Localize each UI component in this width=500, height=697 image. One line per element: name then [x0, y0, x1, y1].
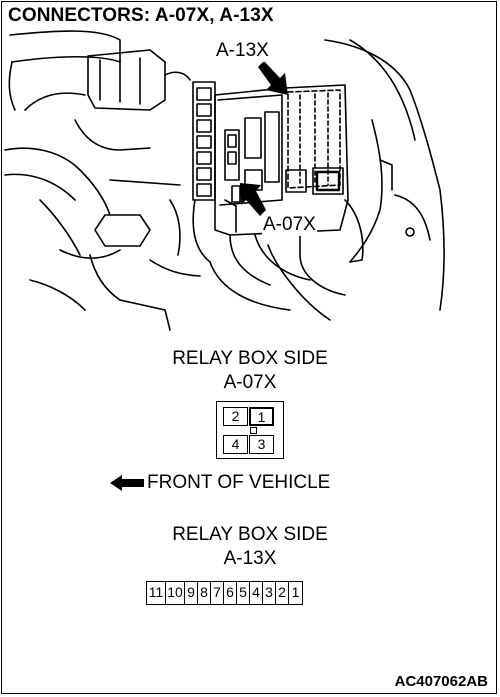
pin: 3 [249, 435, 274, 454]
fender-outline [324, 39, 445, 311]
pointer-arrow-a07x [240, 183, 266, 216]
pin: 11 [147, 582, 166, 604]
section2-heading: RELAY BOX SIDE [172, 524, 328, 545]
pin: 1 [249, 407, 274, 426]
pin: 4 [250, 582, 263, 604]
pin: 7 [211, 582, 224, 604]
connector-latch [250, 427, 257, 434]
diagram-title: CONNECTORS: A-07X, A-13X [8, 5, 274, 26]
figure-id: AC407062AB [394, 673, 488, 690]
pin: 9 [185, 582, 198, 604]
front-of-vehicle-label: FRONT OF VEHICLE [147, 472, 331, 493]
pin: 2 [276, 582, 289, 604]
callout-a13x: A-13X [215, 40, 270, 62]
engine-bay-illustration [4, 30, 445, 331]
pointer-arrow-a13x [258, 61, 288, 95]
relay-box-outline [214, 84, 349, 236]
pin: 3 [263, 582, 276, 604]
pin: 8 [198, 582, 211, 604]
pin: 6 [224, 582, 237, 604]
pin: 5 [237, 582, 250, 604]
hose-top-left [9, 30, 121, 63]
front-arrow-icon [110, 475, 144, 491]
section2-connector-id: A-13X [223, 548, 277, 569]
pin: 4 [223, 435, 248, 454]
pin: 10 [166, 582, 185, 604]
section1-connector-id: A-07X [223, 372, 277, 393]
section1-heading: RELAY BOX SIDE [172, 348, 328, 369]
pin: 2 [223, 407, 248, 426]
connector-4pin: 2 1 4 3 [216, 401, 284, 459]
pin: 1 [291, 584, 300, 600]
connector-11pin: 11 10 9 8 7 6 5 4 3 2 1 [146, 581, 303, 605]
callout-a07x: A-07X [262, 214, 317, 236]
